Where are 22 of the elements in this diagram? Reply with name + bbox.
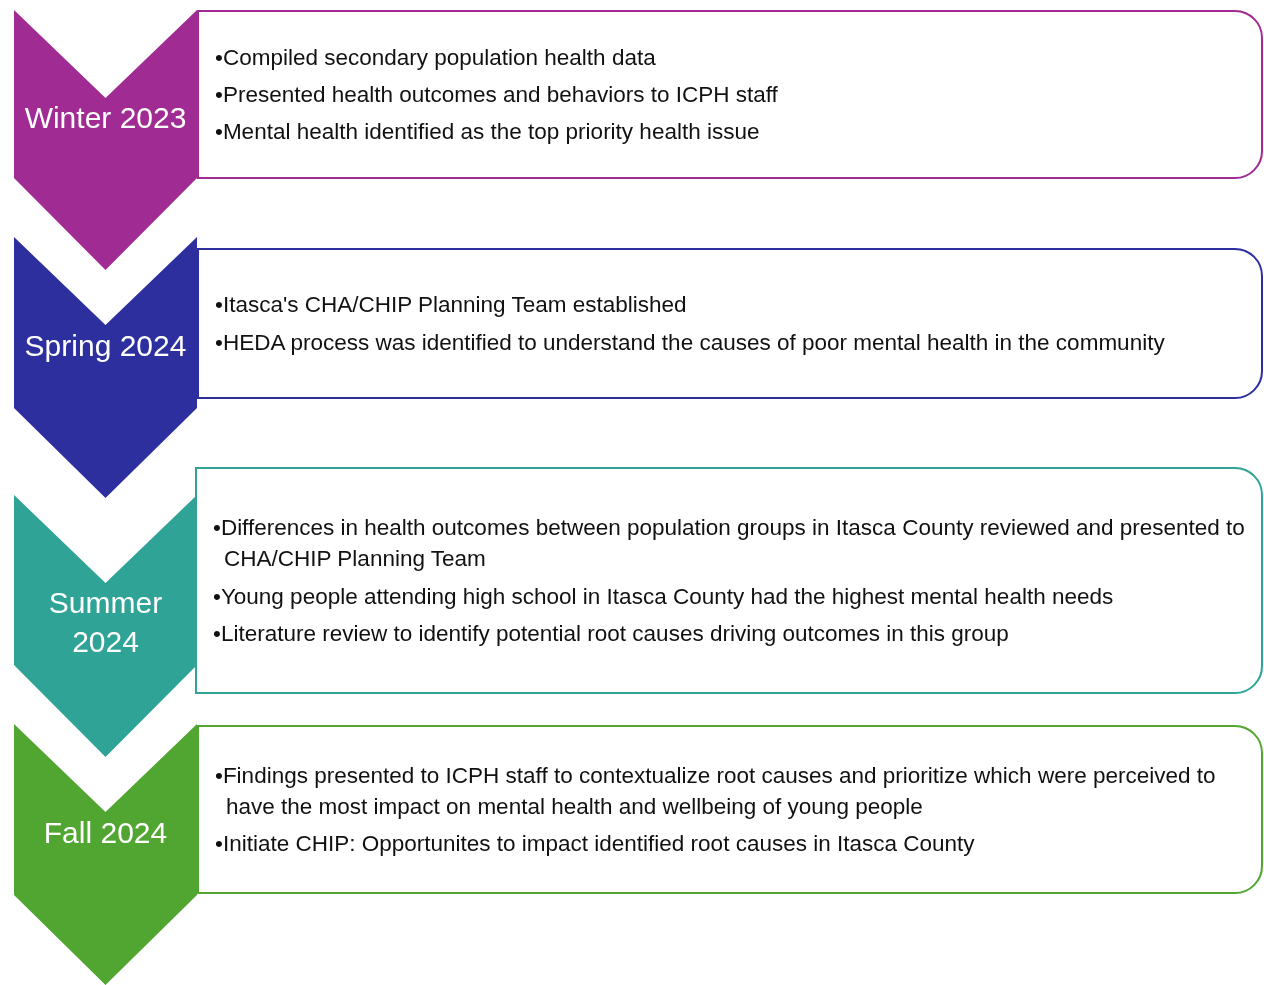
bullet-text: •Initiate CHIP: Opportunites to impact identified root causes in Itasca County xyxy=(215,830,976,858)
bullet-text: •Young people attending high school in Itasca County had the highest mental health needs xyxy=(213,582,1115,611)
bullet-text: •Findings presented to ICPH staff to contextualize root causes and prioritize which were perceived to have the most impact on mental health and wellbeing of young people xyxy=(215,761,1217,821)
season-label: Winter 2023 xyxy=(23,100,188,136)
chevron-shape xyxy=(14,495,197,757)
chevron-shape xyxy=(14,237,197,498)
chevron-shape xyxy=(14,10,197,270)
text-panel xyxy=(195,467,1263,694)
bullet-text: •Literature review to identify potential root causes driving outcomes in this group xyxy=(213,619,1010,648)
text-panel xyxy=(197,10,1263,179)
bullet-text: •Itasca's CHA/CHIP Planning Team established xyxy=(215,291,688,320)
chevron-shape xyxy=(14,724,197,985)
bullet-text: •Differences in health outcomes between population groups in Itasca County reviewed and presented to CHA/CHIP Planning Team xyxy=(213,514,1246,574)
season-label: Spring 2024 xyxy=(23,328,188,364)
season-label: Fall 2024 xyxy=(42,815,169,851)
text-panel xyxy=(197,248,1263,399)
bullet-text: •Mental health identified as the top priority health issue xyxy=(215,118,761,146)
bullet-text: •HEDA process was identified to understand the causes of poor mental health in the community xyxy=(215,328,1166,357)
bullet-text: •Presented health outcomes and behaviors to ICPH staff xyxy=(215,80,779,109)
season-label: Summer 2024 xyxy=(47,585,164,660)
bullet-text: •Compiled secondary population health data xyxy=(215,43,657,72)
text-panel xyxy=(197,725,1263,894)
